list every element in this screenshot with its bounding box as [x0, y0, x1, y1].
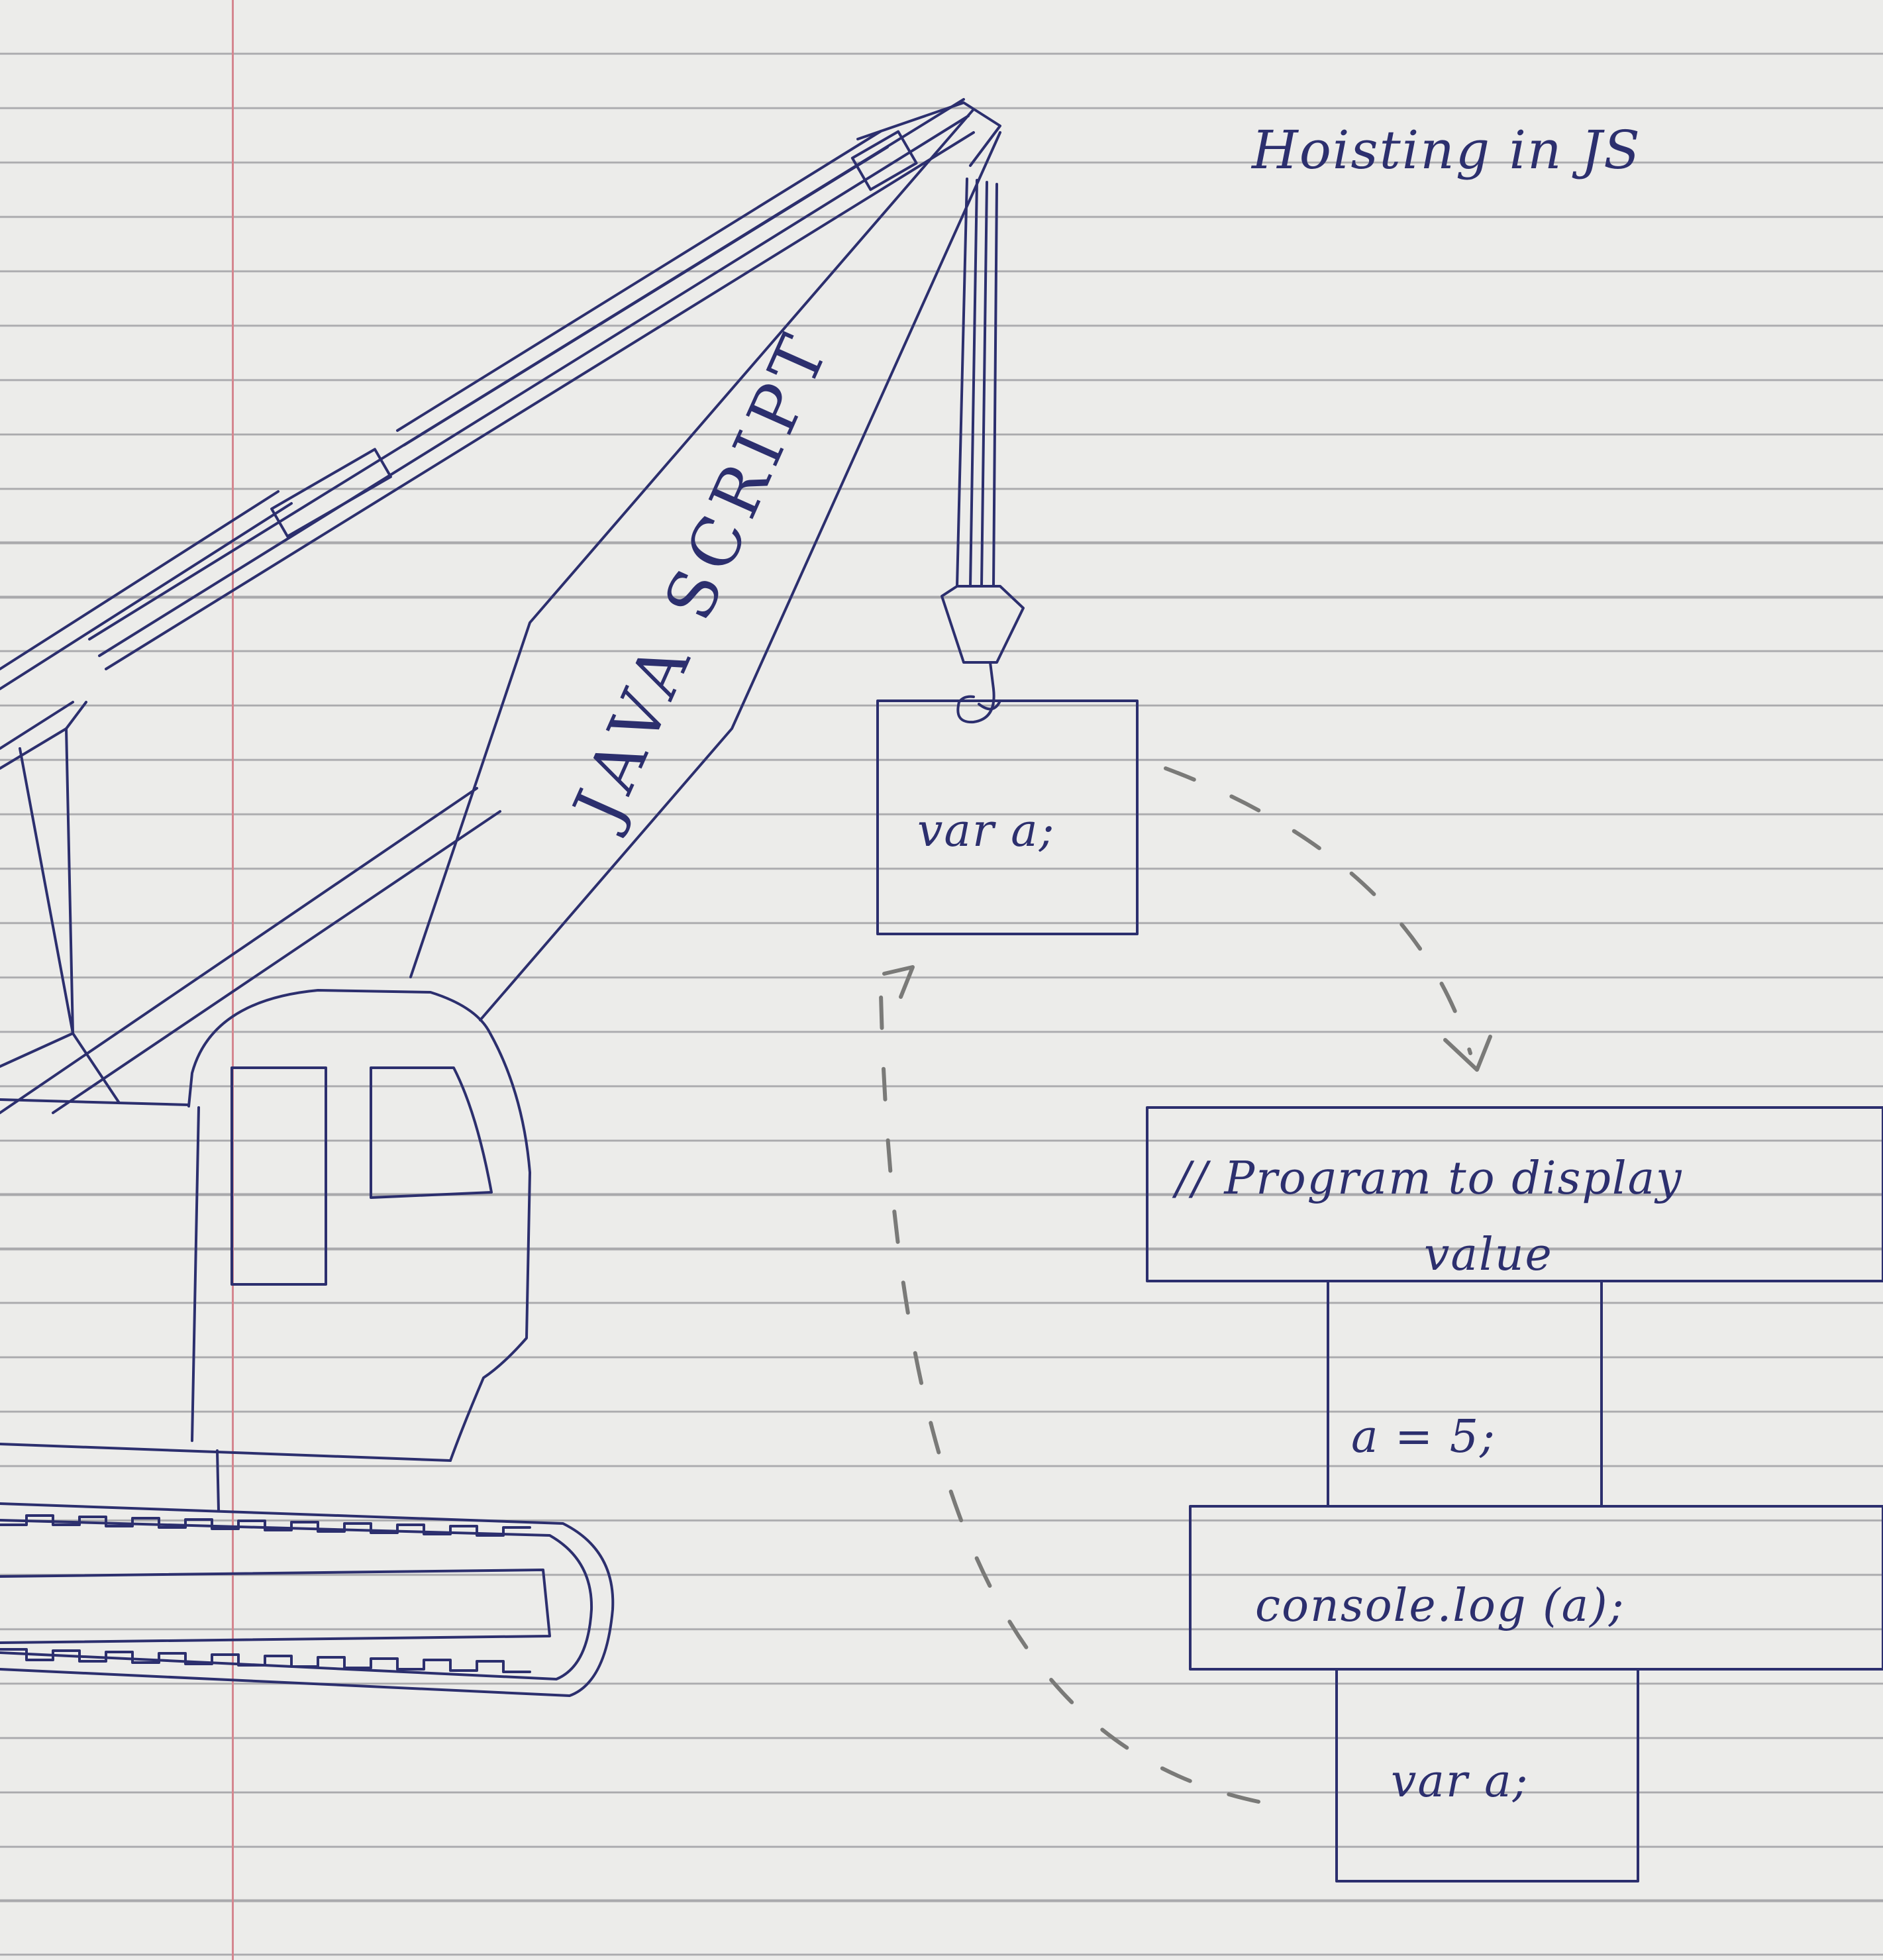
- arrowhead-down: [1443, 1035, 1492, 1072]
- crane-cab: [0, 989, 531, 1512]
- hoisted-block: [876, 699, 1139, 935]
- declaration-box: [1335, 1668, 1639, 1883]
- page-title: Hoisting in JS: [1252, 119, 1641, 181]
- javascript-arm: [0, 108, 1001, 1114]
- program-comment: // Program to display: [1176, 1153, 1683, 1205]
- declaration-code: var a;: [1391, 1755, 1529, 1808]
- assignment-code: a = 5;: [1351, 1411, 1496, 1463]
- caterpillar-track: [0, 1502, 615, 1697]
- crane-boom: [0, 98, 1001, 690]
- crane-mast: [0, 701, 121, 1104]
- assignment-box: [1327, 1280, 1603, 1508]
- program-stack: [1146, 1106, 1883, 1883]
- arrowhead-up: [882, 965, 915, 999]
- console-log-code: console.log (a);: [1255, 1580, 1625, 1632]
- arrow-stack-to-block: [879, 992, 1260, 1804]
- hoisted-code: var a;: [917, 805, 1056, 857]
- arrow-block-to-stack: [1164, 766, 1472, 1055]
- hoist-cable: [941, 178, 1025, 724]
- program-comment-continued: value: [1424, 1229, 1553, 1281]
